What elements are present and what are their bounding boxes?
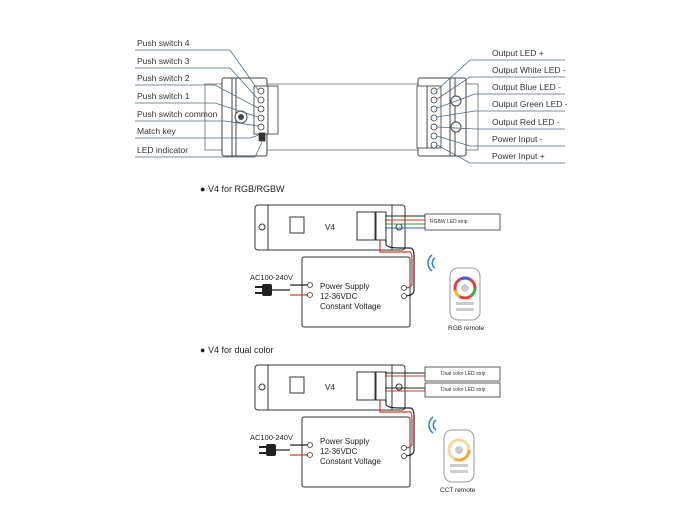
label-push-switch-4: Push switch 4 <box>137 38 190 48</box>
label-output-blue: Output Blue LED - <box>492 82 561 92</box>
dual-heading-text: V4 for dual color <box>207 345 274 355</box>
label-match-key: Match key <box>137 126 176 136</box>
dual-power-plug-icon <box>259 444 276 456</box>
rgb-psu-line2: 12-36VDC <box>320 292 358 301</box>
dual-psu-line2: 12-36VDC <box>320 447 358 456</box>
dual-psu-line1: Power Supply <box>320 437 370 446</box>
label-output-green: Output Green LED - <box>492 99 568 109</box>
label-led-indicator: LED indicator <box>137 145 189 155</box>
dual-strip-wires <box>385 372 425 392</box>
dual-strip2-label: Dual color LED strip <box>441 387 486 393</box>
label-push-switch-common: Push switch common <box>137 109 218 119</box>
dual-strip2-box <box>424 382 501 398</box>
rgb-power-supply-box <box>301 256 411 328</box>
rgb-strip-wires <box>385 215 425 229</box>
wifi-signal-icon <box>427 254 436 272</box>
rgb-supply-wires <box>270 240 415 297</box>
label-push-switch-1: Push switch 1 <box>137 91 190 101</box>
dual-strip1-label: Dual color LED strip <box>441 371 486 377</box>
rgb-controller <box>254 204 406 251</box>
label-output-led-plus: Output LED + <box>492 48 544 58</box>
rgb-psu-line3: Constant Voltage <box>320 302 381 311</box>
dual-ac-label: AC100-240V <box>250 433 293 442</box>
label-push-switch-2: Push switch 2 <box>137 73 190 83</box>
rgb-ac-label: AC100-240V <box>250 273 293 282</box>
rgb-terminal-dots <box>307 282 407 299</box>
rgb-controller-label: V4 <box>325 223 335 232</box>
dual-terminal-dots <box>307 442 407 459</box>
rgb-strip-box <box>424 213 501 231</box>
rgb-remote-icon <box>449 267 481 321</box>
rgb-psu-line1: Power Supply <box>320 282 370 291</box>
dual-power-supply-box <box>301 416 411 488</box>
rgb-remote-label: RGB remote <box>448 325 485 332</box>
dual-psu-line3: Constant Voltage <box>320 457 381 466</box>
label-push-switch-3: Push switch 3 <box>137 56 190 66</box>
label-output-white: Output White LED - <box>492 65 566 75</box>
cct-remote-label: CCT remote <box>440 487 476 494</box>
dual-section-heading: ● V4 for dual color <box>200 345 274 355</box>
right-leader-lines <box>436 59 565 164</box>
dual-wifi-signal-icon <box>428 416 437 434</box>
rgb-heading-text: V4 for RGB/RGBW <box>207 184 285 194</box>
right-terminal-block <box>416 85 442 149</box>
left-leader-lines <box>135 49 263 158</box>
rgb-strip-label: RGBW LED strip <box>430 219 468 225</box>
dual-supply-wires <box>275 400 415 457</box>
label-power-input-minus: Power Input - <box>492 134 543 144</box>
label-power-input-plus: Power Input + <box>492 151 545 161</box>
dual-controller <box>254 364 406 411</box>
dual-strip1-box <box>424 366 501 382</box>
power-plug-icon <box>255 284 272 296</box>
cct-remote-icon <box>443 429 475 483</box>
dual-controller-label: V4 <box>325 383 335 392</box>
label-output-red: Output Red LED - <box>492 117 560 127</box>
rgb-section-heading: ● V4 for RGB/RGBW <box>200 184 285 194</box>
